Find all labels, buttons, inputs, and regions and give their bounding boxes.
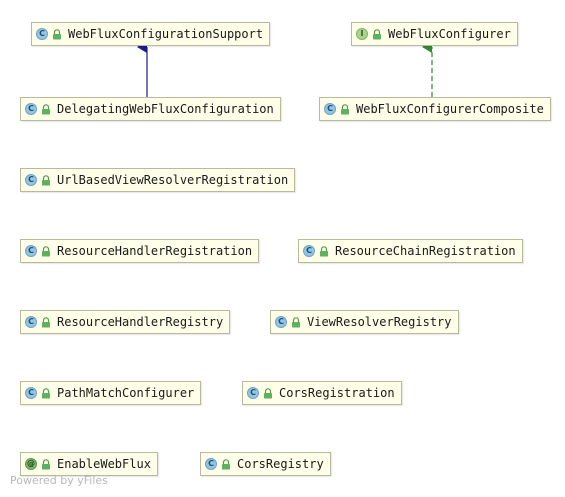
class-icon: C <box>275 316 287 328</box>
class-name-label: CorsRegistration <box>279 386 395 400</box>
class-name-label: PathMatchConfigurer <box>57 386 195 400</box>
lock-icon <box>42 458 50 469</box>
class-name-label: ResourceHandlerRegistry <box>57 315 224 329</box>
class-name-label: EnableWebFlux <box>57 457 151 471</box>
lock-icon <box>341 103 349 114</box>
class-node-cors-registry[interactable]: C CorsRegistry <box>200 452 331 476</box>
class-icon: C <box>25 174 37 186</box>
class-node-web-flux-configurer-composite[interactable]: C WebFluxConfigurerComposite <box>319 97 551 121</box>
class-name-label: CorsRegistry <box>237 457 324 471</box>
class-node-delegating-web-flux-configuration[interactable]: C DelegatingWebFluxConfiguration <box>20 97 281 121</box>
class-icon: C <box>247 387 259 399</box>
lock-icon <box>42 387 50 398</box>
class-name-label: WebFluxConfigurerComposite <box>356 102 544 116</box>
watermark: Powered by yFiles <box>10 474 108 487</box>
class-name-label: ResourceChainRegistration <box>335 244 516 258</box>
lock-icon <box>292 316 300 327</box>
interface-icon: I <box>356 28 368 40</box>
class-node-web-flux-configuration-support[interactable]: C WebFluxConfigurationSupport <box>31 22 271 46</box>
lock-icon <box>53 28 61 39</box>
lock-icon <box>320 245 328 256</box>
class-node-web-flux-configurer[interactable]: I WebFluxConfigurer <box>351 22 518 46</box>
class-icon: C <box>25 316 37 328</box>
lock-icon <box>373 28 381 39</box>
class-name-label: UrlBasedViewResolverRegistration <box>57 173 289 187</box>
class-icon: C <box>36 28 48 40</box>
lock-icon <box>42 316 50 327</box>
lock-icon <box>42 103 50 114</box>
class-node-resource-handler-registry[interactable]: C ResourceHandlerRegistry <box>20 310 231 334</box>
lock-icon <box>42 245 50 256</box>
class-node-url-based-view-resolver-registration[interactable]: C UrlBasedViewResolverRegistration <box>20 168 296 192</box>
lock-icon <box>264 387 272 398</box>
class-icon: C <box>25 387 37 399</box>
class-name-label: DelegatingWebFluxConfiguration <box>57 102 274 116</box>
class-name-label: WebFluxConfigurer <box>388 27 511 41</box>
class-name-label: ResourceHandlerRegistration <box>57 244 253 258</box>
class-node-path-match-configurer[interactable]: C PathMatchConfigurer <box>20 381 202 405</box>
class-node-cors-registration[interactable]: C CorsRegistration <box>242 381 402 405</box>
annotation-icon: @ <box>25 458 37 470</box>
class-icon: C <box>324 103 336 115</box>
class-node-view-resolver-registry[interactable]: C ViewResolverRegistry <box>270 310 459 334</box>
class-icon: C <box>205 458 217 470</box>
class-name-label: ViewResolverRegistry <box>307 315 452 329</box>
class-icon: C <box>25 245 37 257</box>
lock-icon <box>222 458 230 469</box>
class-icon: C <box>25 103 37 115</box>
class-name-label: WebFluxConfigurationSupport <box>68 27 264 41</box>
lock-icon <box>42 174 50 185</box>
class-node-resource-chain-registration[interactable]: C ResourceChainRegistration <box>298 239 523 263</box>
class-icon: C <box>303 245 315 257</box>
class-node-enable-web-flux[interactable]: @ EnableWebFlux <box>20 452 158 476</box>
class-node-resource-handler-registration[interactable]: C ResourceHandlerRegistration <box>20 239 260 263</box>
